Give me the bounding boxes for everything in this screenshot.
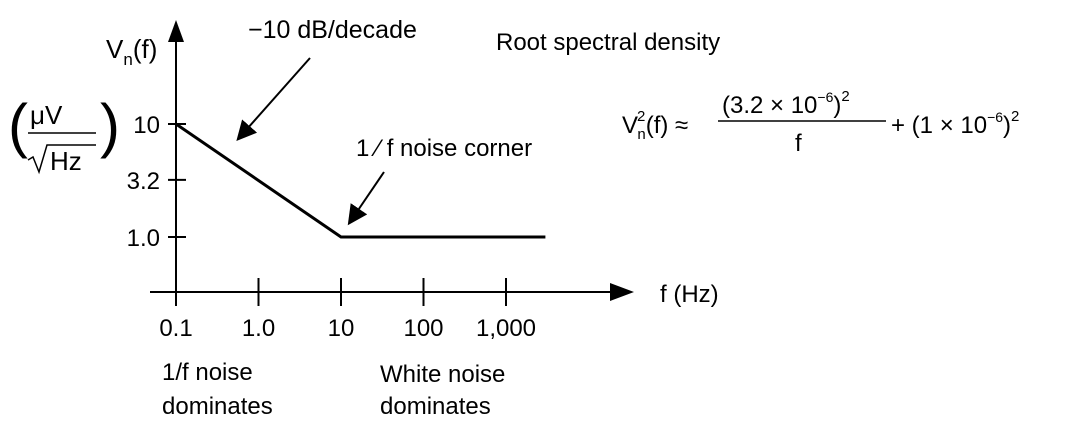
- left-region-label-line2: dominates: [162, 393, 273, 420]
- y-unit-numerator: μV: [30, 100, 63, 130]
- y-unit-sqrt-icon: [27, 144, 96, 175]
- x-tick-label: 10: [328, 315, 355, 342]
- slope-annotation: −10 dB/decade: [248, 16, 417, 44]
- y-unit-denominator: Hz: [50, 146, 82, 176]
- y-tick-label: 1.0: [127, 225, 160, 252]
- y-unit-paren-left: (: [8, 92, 28, 159]
- series-layer: [175, 122, 546, 239]
- x-axis-label: f (Hz): [660, 281, 719, 308]
- y-axis-unit: ( μV Hz ): [8, 92, 120, 176]
- x-axis-arrow-icon: [610, 283, 634, 301]
- left-region-label-line1: 1/f noise: [162, 359, 253, 386]
- x-tick-label: 0.1: [159, 315, 192, 342]
- y-axis-label: Vn(f): [106, 34, 157, 69]
- formula-denominator: f: [795, 130, 802, 157]
- y-ticks: 1.0 3.2 10: [127, 112, 186, 252]
- corner-arrow: [347, 171, 385, 226]
- series-line: [175, 122, 546, 239]
- slope-arrow: [236, 57, 311, 141]
- formula-numerator: (3.2 × 10−6)2: [722, 88, 850, 119]
- chart-title: Root spectral density: [496, 29, 720, 56]
- x-tick-label: 1.0: [242, 315, 275, 342]
- corner-annotation: 1 ⁄ f noise corner: [356, 135, 532, 162]
- right-region-label-line2: dominates: [380, 393, 491, 420]
- formula-second-term: + (1 × 10−6)2: [891, 108, 1019, 139]
- y-axis-arrow-icon: [168, 20, 184, 42]
- y-unit-paren-right: ): [100, 92, 120, 159]
- x-tick-label: 100: [403, 315, 443, 342]
- x-tick-label: 1,000: [476, 315, 536, 342]
- y-tick-label: 3.2: [127, 168, 160, 195]
- right-region-label-line1: White noise: [380, 361, 505, 388]
- x-ticks: 0.1 1.0 10 100 1,000: [159, 278, 536, 342]
- y-tick-label: 10: [133, 112, 160, 139]
